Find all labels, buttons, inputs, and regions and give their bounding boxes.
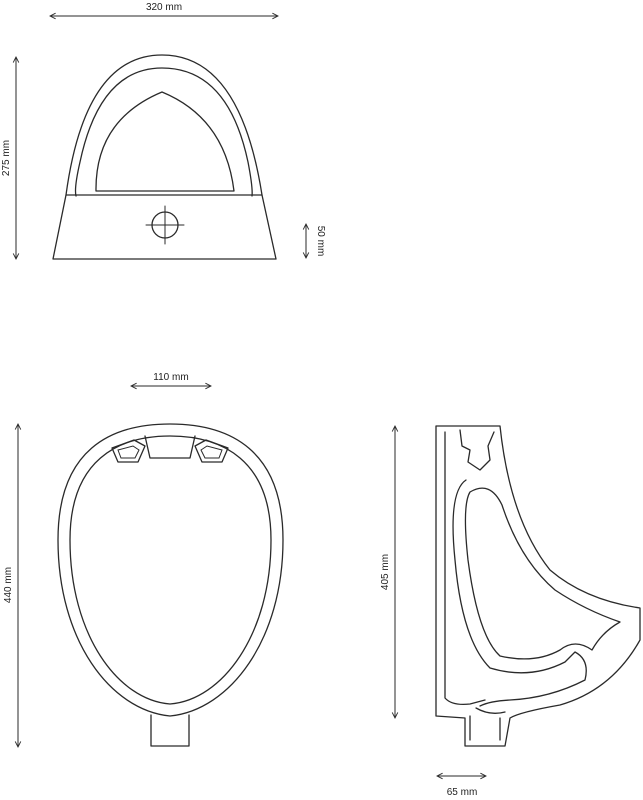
dimension-outlet-height: 50 mm	[306, 224, 326, 258]
top-view-outlet-stub	[150, 714, 190, 747]
front-view-bowl-inner	[95, 91, 235, 192]
dimension-side-height: 405 mm	[380, 426, 395, 718]
dimension-front-width: 320 mm	[50, 2, 278, 16]
side-view-bowl-inner	[464, 487, 621, 660]
dimension-front-width-label: 320 mm	[146, 2, 182, 13]
side-view-inlet	[459, 429, 495, 471]
side-view-back-wall	[444, 431, 486, 706]
front-view-bowl-outer	[74, 67, 253, 197]
top-view	[57, 423, 284, 747]
dimension-top-length-label: 440 mm	[3, 567, 14, 603]
side-view-bowl-cavity	[452, 479, 587, 707]
top-view-inner-outline	[69, 435, 272, 705]
side-view	[435, 425, 641, 747]
dimension-top-length: 440 mm	[3, 424, 18, 747]
dimension-front-height-label: 275 mm	[1, 140, 12, 176]
front-view	[52, 54, 277, 260]
top-view-slot-left	[111, 439, 146, 463]
dimension-side-outlet-width: 65 mm	[437, 776, 486, 798]
dimension-outlet-height-label: 50 mm	[315, 226, 326, 257]
dimension-front-height: 275 mm	[1, 57, 16, 259]
top-view-slot-right	[194, 439, 229, 463]
side-view-trap	[469, 707, 506, 741]
dimension-side-height-label: 405 mm	[380, 554, 391, 590]
dimension-top-outlet-width-label: 110 mm	[153, 372, 188, 383]
dimension-top-outlet-width: 110 mm	[131, 372, 211, 386]
dimension-side-outlet-width-label: 65 mm	[447, 787, 478, 798]
front-view-outline	[52, 54, 277, 260]
side-view-outline	[435, 425, 641, 747]
top-view-front-ledge	[144, 435, 196, 459]
top-view-outline	[57, 423, 284, 717]
